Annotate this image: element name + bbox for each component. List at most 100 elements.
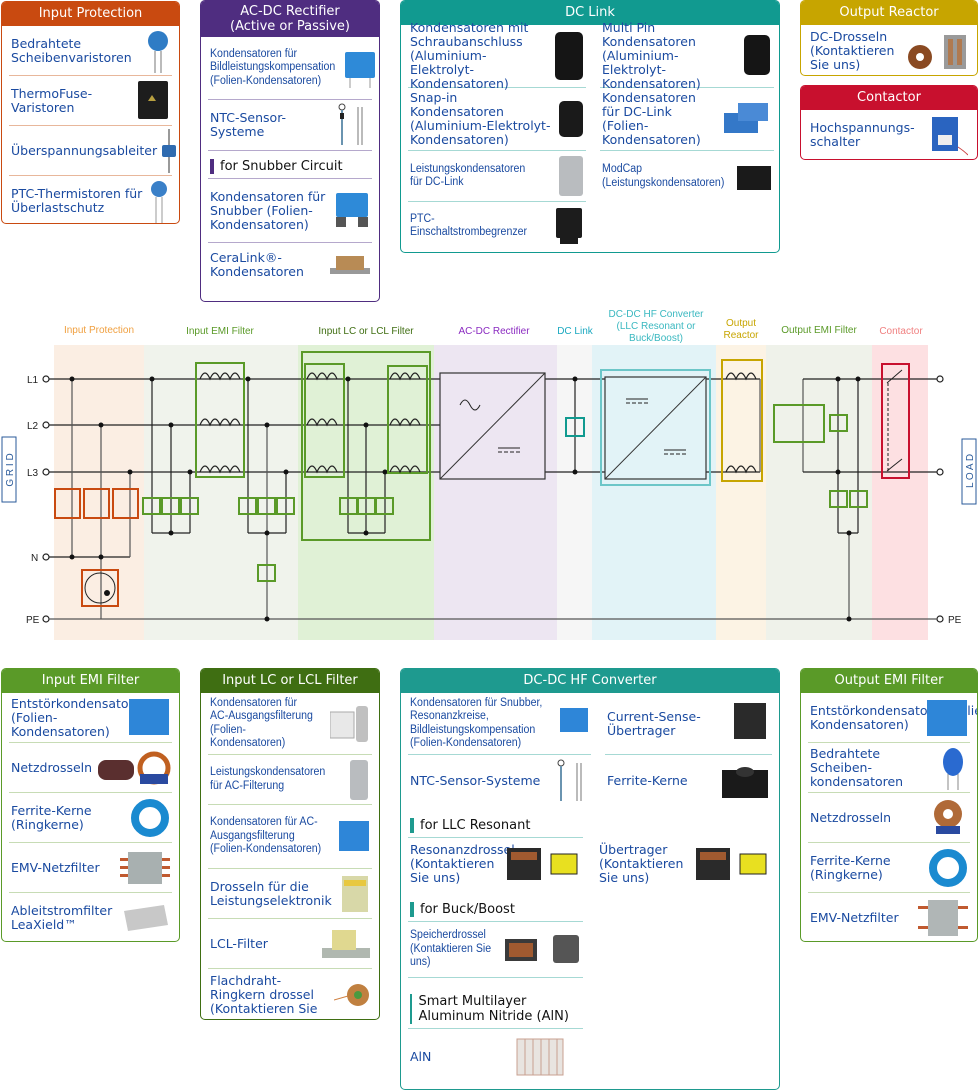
label-output-reactor-1: Output (726, 318, 756, 329)
card-title: DC Link (401, 1, 779, 25)
dcdc-converter-block (600, 369, 711, 486)
product-link[interactable]: Drosseln für die Leistungselektronik (208, 869, 372, 919)
lcl-filter-symbol (301, 351, 431, 541)
product-link[interactable]: Bedrahtete Scheibenvaristoren (9, 26, 172, 76)
product-link[interactable]: NTC-Sensor-Systeme (208, 100, 372, 151)
film-capacitor-icon (339, 820, 369, 851)
card-contactor: Contactor Hochspannungs-schalter (800, 85, 978, 160)
line-label-pe: PE (26, 615, 40, 626)
power-conversion-diagram: Input Protection Input EMI Filter Input … (1, 309, 977, 640)
product-link[interactable]: Ferrite-Kerne (605, 755, 772, 806)
card-title: Output EMI Filter (801, 669, 977, 693)
varistor-symbol (112, 488, 139, 519)
product-link[interactable]: Ferrite-Kerne (Ringkerne) (808, 843, 970, 893)
toroid-choke-icon (334, 984, 369, 1006)
product-link[interactable]: ThermoFuse-Varistoren (9, 76, 172, 126)
disc-varistor-icon (148, 30, 168, 73)
section-heading: for Buck/Boost (408, 890, 583, 922)
product-link[interactable]: EMV-Netzfilter (808, 893, 970, 941)
band-output-emi (766, 345, 872, 640)
screw-terminal-capacitor-icon (555, 32, 583, 80)
label-dcdc-2: (LLC Resonant or (617, 321, 697, 332)
label-output-reactor-2: Reactor (723, 330, 759, 341)
contactor-symbol (881, 363, 910, 479)
product-link[interactable]: Multi Pin Kondensatoren (Aluminium-Elekt… (600, 21, 774, 91)
card-ac-dc-rectifier: AC-DC Rectifier (Active or Passive) Kond… (200, 0, 380, 302)
product-link[interactable]: Entstörkondensatoren (Folien-Kondensator… (9, 693, 172, 743)
disc-capacitor-icon (943, 747, 963, 790)
product-link[interactable]: Kondensatoren für DC-Link (Folien-Konden… (600, 88, 774, 151)
product-link[interactable]: Leistungskondensatoren für AC-Filterung (208, 755, 372, 805)
product-link[interactable]: Kondensatoren für Snubber (Folien-Konden… (208, 179, 372, 243)
dc-choke-icon (908, 35, 966, 69)
product-link[interactable]: Bedrahtete Scheiben-kondensatoren (808, 743, 970, 793)
film-capacitor-icon (345, 52, 375, 88)
current-sense-transformer-icon (734, 702, 766, 739)
product-link[interactable]: Flachdraht-Ringkern drossel (Kontaktiere… (208, 969, 372, 1019)
section-heading: for LLC Resonant (408, 806, 583, 838)
product-link[interactable]: NTC-Sensor-Systeme (408, 755, 591, 806)
product-link[interactable]: Kondensatoren für Snubber, Resonanzkreis… (408, 693, 591, 755)
product-link[interactable]: Hochspannungs-schalter (808, 110, 970, 159)
line-choke-icon (98, 751, 171, 784)
dc-link-film-capacitor-icon (724, 103, 768, 133)
product-link[interactable]: Current-Sense-Übertrager (605, 693, 772, 755)
product-link[interactable]: LCL-Filter (208, 919, 372, 969)
transformer-icon (696, 848, 767, 880)
product-link[interactable]: Entstörkondensatoren(Folien-Kondensatore… (808, 693, 977, 743)
product-link[interactable]: PTC-Thermistoren für Überlastschutz (9, 176, 172, 223)
section-heading: Smart Multilayer Aluminum Nitride (AlN) (408, 978, 583, 1029)
ferrite-ring-icon (131, 798, 169, 837)
film-capacitor-icon (129, 698, 169, 735)
label-ac-dc: AC-DC Rectifier (458, 326, 530, 337)
card-dc-link: DC Link Kondensatoren mit Schraubanschlu… (400, 0, 780, 253)
hv-contactor-icon (932, 117, 968, 156)
snap-in-capacitor-icon (559, 101, 583, 137)
line-label-l1: L1 (27, 375, 39, 386)
band-output-reactor (716, 345, 766, 640)
product-link[interactable]: CeraLink®-Kondensatoren (208, 243, 372, 287)
product-link[interactable]: Snap-in Kondensatoren (Aluminium-Elektro… (408, 88, 586, 151)
product-link[interactable]: Ferrite-Kerne (Ringkerne) (9, 793, 172, 843)
product-link[interactable]: Kondensatoren für AC-Ausgangsfilterung (… (208, 805, 372, 869)
product-link[interactable]: PTC-Einschaltstrombegrenzer (408, 202, 586, 250)
power-capacitor-icon (559, 156, 583, 196)
card-title: DC-DC HF Converter (401, 669, 779, 693)
line-choke-icon (934, 799, 962, 834)
product-link[interactable]: Netzdrosseln (9, 743, 172, 793)
product-link[interactable]: EMV-Netzfilter (9, 843, 172, 893)
card-input-lc-filter: Input LC or LCL Filter Kondensatoren für… (200, 668, 380, 1020)
product-link[interactable]: Ableitstromfilter LeaXield™ (9, 893, 172, 941)
card-dcdc-hf-converter: DC-DC HF Converter Kondensatoren für Snu… (400, 668, 780, 1090)
product-link[interactable]: Resonanzdrossel (Kontaktieren Sie uns) (408, 838, 583, 890)
power-choke-icon (342, 875, 368, 912)
output-cm-choke-symbol (773, 404, 825, 443)
product-link[interactable]: Speicherdrossel (Kontaktieren Sie uns) (408, 922, 583, 978)
film-capacitor-icon (560, 707, 588, 732)
product-link[interactable]: Überspannungsableiter (9, 126, 177, 176)
common-mode-choke-symbol (195, 362, 245, 478)
card-output-reactor: Output Reactor DC-Drosseln (Kontaktieren… (800, 0, 978, 76)
product-link[interactable]: Kondensatoren für Bildleistungskompensat… (208, 37, 375, 100)
film-capacitor-icon (927, 699, 967, 736)
card-title: Input EMI Filter (2, 669, 179, 693)
storage-choke-icon (504, 934, 579, 963)
product-link[interactable]: Kondensatoren für AC-Ausgangsfilterung (… (208, 693, 372, 755)
product-link[interactable]: Leistungskondensatoren für DC-Link (408, 151, 586, 202)
label-dcdc-3: Buck/Boost) (629, 333, 683, 344)
ferrite-ring-icon (929, 848, 967, 887)
rectifier-block (439, 372, 546, 480)
load-tag (961, 438, 977, 505)
ntc-sensor-icon (557, 759, 582, 801)
product-link[interactable]: Kondensatoren mit Schraubanschluss (Alum… (408, 21, 586, 91)
emc-filter-icon (120, 851, 170, 884)
product-link[interactable]: Netzdrosseln (808, 793, 970, 843)
label-dc-link: DC Link (557, 326, 594, 337)
product-link[interactable]: AlN (408, 1029, 583, 1085)
product-link[interactable]: ModCap (Leistungskondensatoren) (600, 151, 774, 202)
label-input-emi: Input EMI Filter (186, 326, 254, 337)
product-link[interactable]: DC-Drosseln (Kontaktieren Sie uns) (808, 25, 970, 75)
resonant-choke-icon (507, 848, 578, 880)
grid-tag (1, 436, 17, 503)
product-link[interactable]: Übertrager (Kontaktieren Sie uns) (597, 838, 772, 890)
